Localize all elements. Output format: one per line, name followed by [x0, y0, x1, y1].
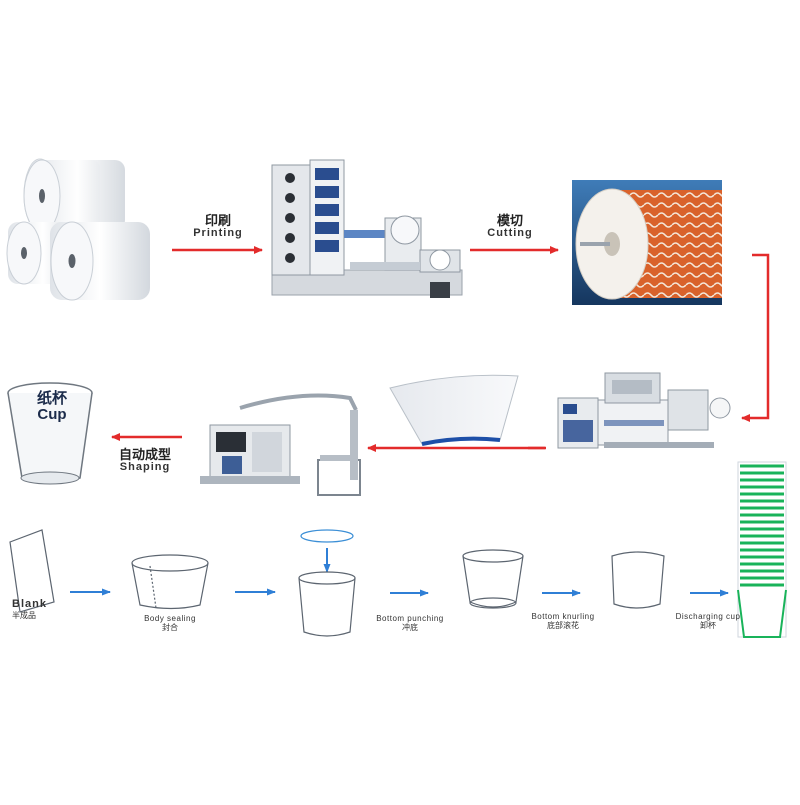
blank-label-zh: 半成品	[12, 610, 36, 620]
cup-forming-machine-image	[200, 393, 361, 496]
cup-blank-fan-image	[389, 374, 519, 446]
printed-roll-image	[572, 180, 722, 305]
bottom-punching-label-en: Bottom punching	[376, 614, 444, 623]
cup-label-en: Cup	[37, 406, 67, 423]
discharging-cup-label-zh: 卸杯	[700, 621, 716, 631]
paper-rolls-image	[6, 158, 150, 301]
blank-label-en: Blank	[12, 598, 47, 610]
printing-machine-image	[271, 159, 463, 298]
printing-label-en: Printing	[193, 226, 243, 239]
bottom-punching-label-zh: 冲底	[402, 623, 418, 633]
bottom-knurling-label-zh: 底部滚花	[547, 621, 579, 631]
cup-label-zh: 纸杯	[36, 390, 67, 407]
shaping-label-zh: 自动成型	[118, 447, 171, 462]
bottom-punching-label: Bottom punching 冲底	[370, 614, 450, 632]
shaping-label: 自动成型 Shaping	[110, 448, 180, 473]
body-sealing-label-en: Body sealing	[144, 614, 196, 623]
cup-label: 纸杯 Cup	[12, 387, 92, 423]
body-sealing-label: Body sealing 封合	[130, 614, 210, 632]
discharging-cup-label-en: Discharging cup	[675, 612, 741, 621]
blank-label: Blank 半成品	[12, 598, 52, 620]
bottom-knurling-label: Bottom knurling 底部滚花	[518, 612, 608, 630]
discharging-cup-label: Discharging cup 卸杯	[668, 612, 748, 630]
cutting-label-en: Cutting	[487, 226, 533, 239]
paper-cup-image	[7, 382, 93, 485]
shaping-label-en: Shaping	[119, 460, 171, 473]
connector-arrow	[741, 253, 770, 422]
printing-label-zh: 印刷	[204, 213, 231, 228]
die-cutting-machine-image	[557, 372, 731, 449]
blank-sketch	[9, 529, 55, 613]
cutting-label: 模切 Cutting	[480, 214, 540, 239]
cup-stack-image	[737, 461, 787, 638]
printing-label: 印刷 Printing	[188, 214, 248, 239]
cutting-label-zh: 模切	[496, 213, 523, 228]
body-sealing-label-zh: 封合	[162, 623, 178, 633]
bottom-knurling-label-en: Bottom knurling	[531, 612, 595, 621]
body-sealing-sketch	[131, 554, 209, 610]
bottom-punching-sketch	[298, 529, 356, 637]
bottom-knurling-sketch	[462, 549, 524, 609]
discharging-sketch	[611, 551, 665, 609]
